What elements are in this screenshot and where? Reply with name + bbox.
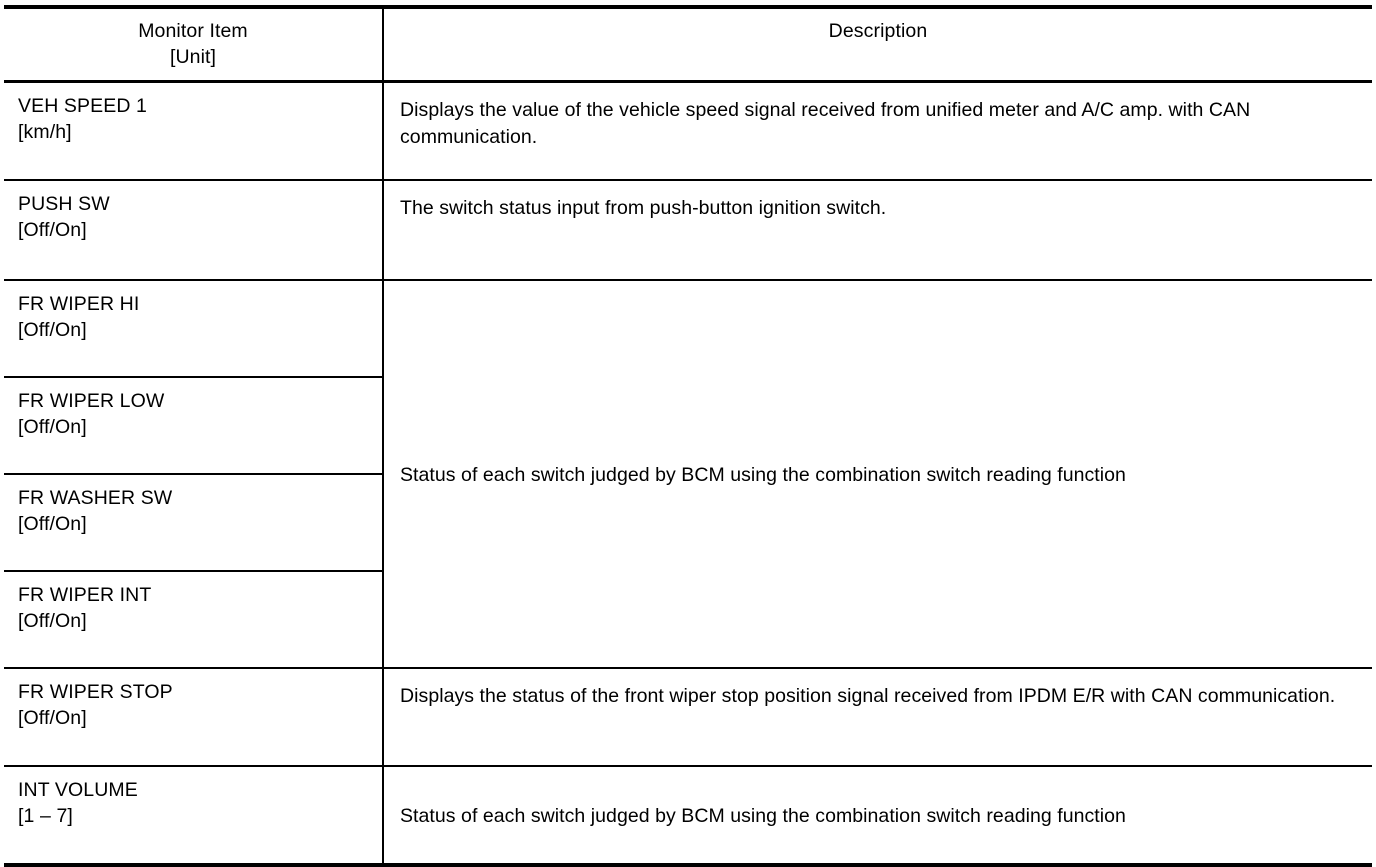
- description-cell: Displays the status of the front wiper s…: [383, 668, 1372, 767]
- monitor-item-unit: [Off/On]: [18, 416, 87, 438]
- description-text: Displays the status of the front wiper s…: [400, 685, 1336, 707]
- description-text: Status of each switch judged by BCM usin…: [400, 463, 1126, 486]
- monitor-item-name: INT VOLUME: [18, 779, 138, 801]
- table-row: FR WIPER STOP [Off/On] Displays the stat…: [4, 668, 1372, 767]
- monitor-item-unit: [km/h]: [18, 121, 72, 143]
- monitor-item-name: VEH SPEED 1: [18, 95, 147, 117]
- table-row: FR WIPER INT [Off/On]: [4, 571, 1372, 669]
- monitor-item-cell: FR WIPER INT [Off/On]: [4, 571, 384, 669]
- monitor-item-cell: PUSH SW [Off/On]: [4, 180, 384, 281]
- table-row: FR WIPER LOW [Off/On]: [4, 377, 1372, 475]
- monitor-item-unit: [Off/On]: [18, 513, 87, 535]
- monitor-item-name: FR WIPER STOP: [18, 681, 173, 703]
- monitor-item-unit: [1 – 7]: [18, 805, 73, 827]
- monitor-item-cell: VEH SPEED 1 [km/h]: [4, 81, 384, 181]
- monitor-item-name: FR WIPER HI: [18, 293, 140, 315]
- column-header-monitor-item: Monitor Item [Unit]: [4, 7, 384, 83]
- description-cell: Displays the value of the vehicle speed …: [383, 81, 1372, 181]
- description-cell-merged: Status of each switch judged by BCM usin…: [383, 280, 1372, 669]
- monitor-item-name: FR WIPER INT: [18, 584, 152, 606]
- monitor-item-unit: [Off/On]: [18, 219, 87, 241]
- column-header-description-label: Description: [828, 20, 928, 42]
- monitor-item-name: FR WIPER LOW: [18, 390, 165, 412]
- monitor-item-cell: FR WASHER SW [Off/On]: [4, 474, 384, 572]
- description-text: Status of each switch judged by BCM usin…: [400, 804, 1126, 827]
- column-header-monitor-item-line1: Monitor Item: [138, 20, 248, 42]
- monitor-item-name: FR WASHER SW: [18, 487, 173, 509]
- monitor-item-unit: [Off/On]: [18, 707, 87, 729]
- monitor-item-cell: FR WIPER STOP [Off/On]: [4, 668, 384, 767]
- document-page: Monitor Item [Unit] Description VEH SPEE…: [4, 5, 1372, 867]
- monitor-item-unit: [Off/On]: [18, 610, 87, 632]
- description-cell: Status of each switch judged by BCM usin…: [383, 766, 1372, 865]
- monitor-item-cell: FR WIPER HI [Off/On]: [4, 280, 384, 378]
- description-text: The switch status input from push-button…: [400, 197, 887, 219]
- table-header-row: Monitor Item [Unit] Description: [4, 7, 1372, 83]
- column-header-monitor-item-line2: [Unit]: [169, 46, 217, 68]
- monitor-item-table: Monitor Item [Unit] Description VEH SPEE…: [4, 5, 1372, 867]
- table-row: INT VOLUME [1 – 7] Status of each switch…: [4, 766, 1372, 865]
- monitor-item-cell: FR WIPER LOW [Off/On]: [4, 377, 384, 475]
- monitor-item-cell: INT VOLUME [1 – 7]: [4, 766, 384, 865]
- description-cell: The switch status input from push-button…: [383, 180, 1372, 281]
- table-row: FR WIPER HI [Off/On] Status of each swit…: [4, 280, 1372, 669]
- monitor-item-unit: [Off/On]: [18, 319, 87, 341]
- monitor-item-name: PUSH SW: [18, 193, 110, 215]
- description-text: Displays the value of the vehicle speed …: [400, 99, 1251, 148]
- table-row: FR WASHER SW [Off/On]: [4, 474, 1372, 572]
- table-row: VEH SPEED 1 [km/h] Displays the value of…: [4, 81, 1372, 181]
- table-row: PUSH SW [Off/On] The switch status input…: [4, 180, 1372, 281]
- column-header-description: Description: [383, 7, 1372, 83]
